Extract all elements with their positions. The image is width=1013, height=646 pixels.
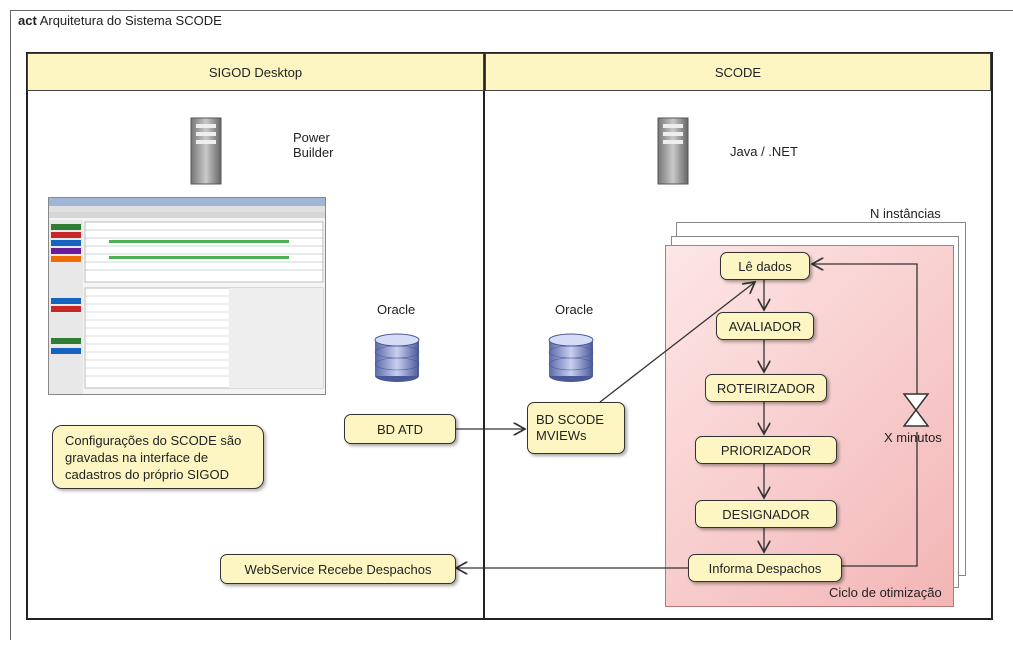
n-instancias-label: N instâncias (870, 206, 941, 221)
sigod-screenshot-image (48, 197, 326, 395)
ciclo-otimizacao-label: Ciclo de otimização (829, 585, 942, 600)
x-minutos-label: X minutos (884, 430, 942, 445)
frame-title: Arquitetura do Sistema SCODE (39, 13, 222, 28)
optimization-cycle-area (665, 245, 954, 607)
frame-keyword: act (18, 13, 37, 28)
node-priorizador: PRIORIZADOR (695, 436, 837, 464)
power-builder-label: Power Builder (293, 130, 334, 160)
java-net-label: Java / .NET (730, 144, 798, 159)
lane-header-sigod: SIGOD Desktop (27, 53, 484, 91)
node-designador: DESIGNADOR (695, 500, 837, 528)
oracle-left-label: Oracle (377, 302, 416, 317)
node-roteirizador: ROTEIRIZADOR (705, 374, 827, 402)
node-webservice: WebService Recebe Despachos (220, 554, 456, 584)
node-bd-scode: BD SCODE MVIEWs (527, 402, 625, 454)
frame-left-line (10, 10, 11, 640)
oracle-right-label: Oracle (555, 302, 594, 317)
node-informa-despachos: Informa Despachos (688, 554, 842, 582)
node-le-dados: Lê dados (720, 252, 810, 280)
lane-header-scode: SCODE (485, 53, 991, 91)
frame-top-line (10, 10, 1013, 11)
node-avaliador: AVALIADOR (716, 312, 814, 340)
frame-title-tab: act Arquitetura do Sistema SCODE (12, 10, 228, 32)
config-note: Configurações do SCODE são gravadas na i… (52, 425, 264, 489)
node-bd-atd: BD ATD (344, 414, 456, 444)
